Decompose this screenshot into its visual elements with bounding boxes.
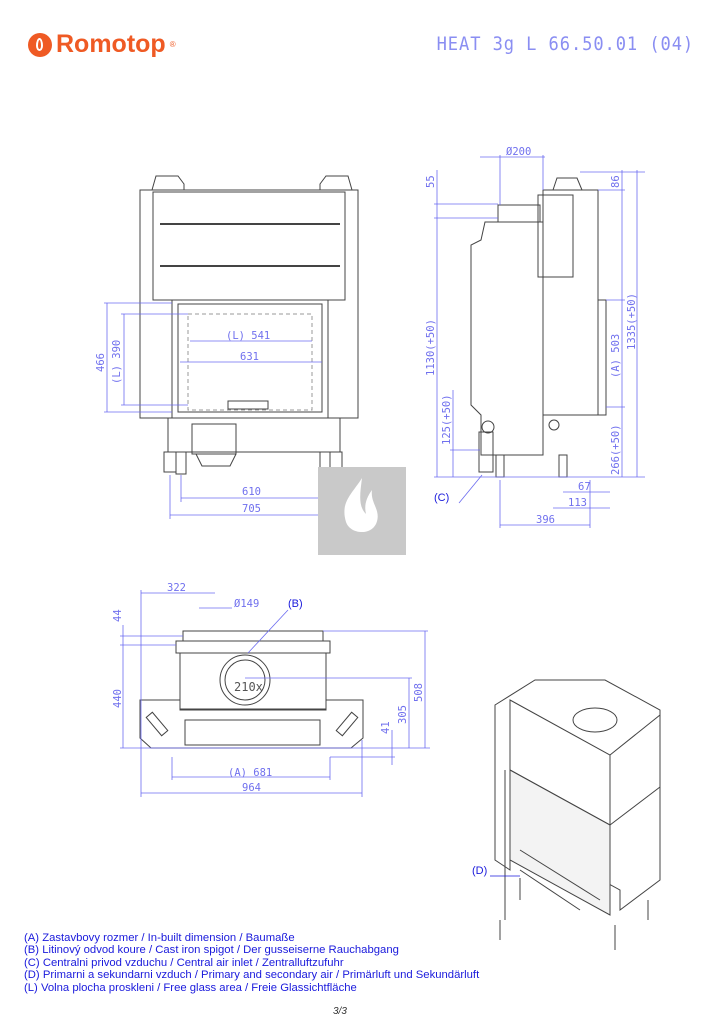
dim-height-466: 466: [95, 353, 107, 372]
legend-item-l: (L) Volna plocha proskleni / Free glass …: [24, 981, 357, 994]
dim-508: 508: [413, 683, 425, 702]
dim-opening-width: 631: [240, 351, 259, 363]
legend-item-d: (D) Primarni a sekundarni vzduch / Prima…: [24, 969, 480, 982]
spigot-marking: 210x: [234, 680, 263, 694]
dim-964: 964: [242, 782, 261, 794]
dim-built-in-503: (A) 503: [610, 333, 622, 378]
side-view-drawing: [470, 177, 607, 478]
flame-watermark-icon: [344, 478, 378, 533]
dim-top-offset: 55: [425, 175, 437, 188]
dim-322: 322: [167, 582, 186, 594]
flame-logo-icon: [28, 32, 52, 57]
dim-67: 67: [578, 481, 591, 493]
dim-height-1335: 1335(+50): [626, 293, 638, 350]
registered-mark: ®: [169, 40, 176, 49]
page-number: 3/3: [333, 1006, 347, 1017]
dim-440: 440: [112, 689, 124, 708]
dim-spigot-diameter: Ø149: [234, 598, 260, 610]
document-code: HEAT 3g L 66.50.01 (04): [436, 33, 694, 55]
dim-396: 396: [536, 514, 555, 526]
dim-height-1130: 1130(+50): [425, 319, 437, 376]
callout-d: (D): [472, 865, 488, 877]
dim-113: 113: [568, 497, 587, 509]
dim-height-266: 266(+50): [610, 424, 622, 475]
side-view-dimension-lines: [434, 155, 645, 528]
dim-feet-outer: 705: [242, 503, 261, 515]
dim-height-125: 125(+50): [441, 394, 453, 445]
dim-flue-diameter: Ø200: [506, 146, 532, 158]
front-view-dimension-lines: [104, 302, 334, 519]
callout-c: (C): [434, 492, 450, 504]
callout-b: (B): [288, 598, 303, 610]
dim-glass-width: (L) 541: [226, 330, 271, 342]
top-view-dimension-lines: [120, 590, 430, 797]
dim-41: 41: [380, 721, 392, 734]
dim-feet-inner: 610: [242, 486, 261, 498]
dim-glass-height: (L) 390: [111, 339, 123, 384]
logo-text: Romotop: [56, 30, 166, 58]
legend-item-a: (A) Zastavbovy rozmer / In-built dimensi…: [24, 932, 295, 944]
legend-item-b: (B) Litinový odvod koure / Cast iron spi…: [24, 944, 399, 957]
romotop-logo: Romotop®: [28, 30, 176, 59]
legend: (A) Zastavbovy rozmer / In-built dimensi…: [24, 932, 479, 994]
dim-built-in-681: (A) 681: [228, 767, 273, 779]
dim-44: 44: [112, 609, 124, 622]
front-view-drawing: [139, 175, 359, 475]
dim-305: 305: [397, 705, 409, 724]
dim-top-86: 86: [610, 175, 622, 188]
isometric-view-drawing: [490, 679, 661, 950]
legend-item-c: (C) Centralni privod vzduchu / Central a…: [24, 956, 344, 969]
